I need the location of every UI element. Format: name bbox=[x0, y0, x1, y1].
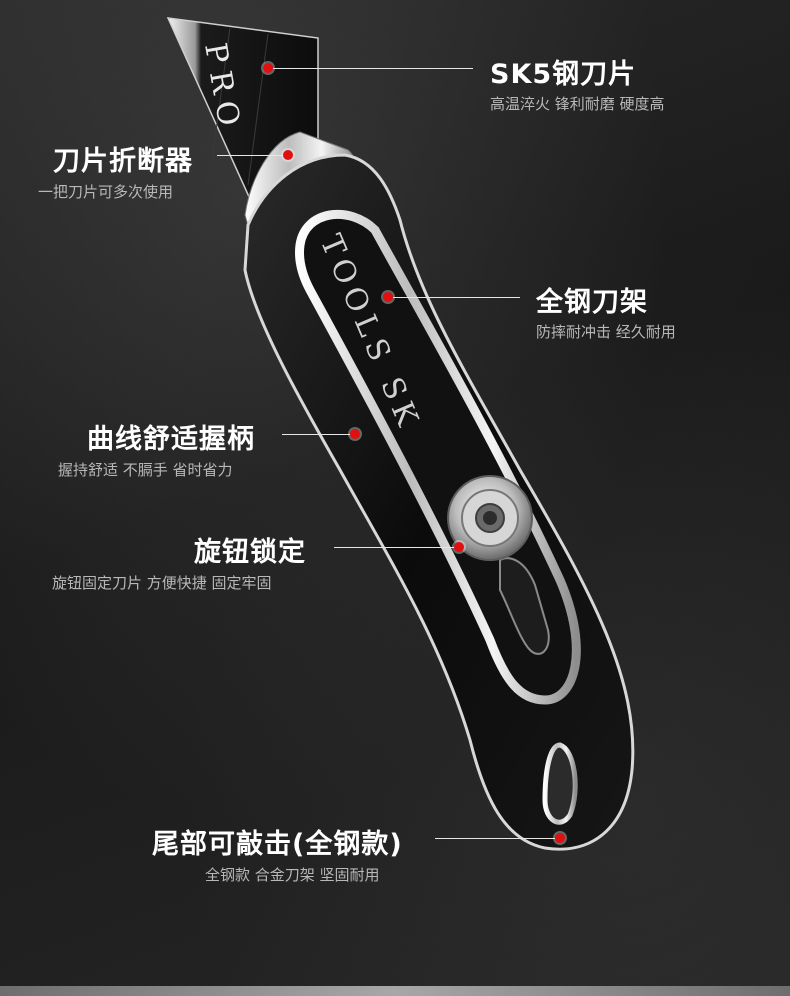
callout-subtitle: 旋钮固定刀片 方便快捷 固定牢固 bbox=[52, 574, 272, 592]
leader-line bbox=[217, 155, 285, 156]
marker-dot bbox=[555, 833, 565, 843]
marker-dot bbox=[350, 429, 360, 439]
callout-subtitle: 全钢款 合金刀架 坚固耐用 bbox=[205, 866, 380, 884]
callout-subtitle: 高温淬火 锋利耐磨 硬度高 bbox=[490, 95, 665, 113]
marker-dot bbox=[283, 150, 293, 160]
callout-title: 尾部可敲击(全钢款) bbox=[152, 829, 403, 860]
callout-subtitle: 握持舒适 不膈手 省时省力 bbox=[58, 461, 233, 479]
callout-subtitle: 防摔耐冲击 经久耐用 bbox=[536, 323, 676, 341]
callout-title: SK5钢刀片 bbox=[490, 59, 637, 90]
callout-title: 曲线舒适握柄 bbox=[87, 424, 255, 455]
leader-line bbox=[273, 68, 473, 69]
leader-line bbox=[393, 297, 520, 298]
leader-line bbox=[282, 434, 354, 435]
callout-subtitle: 一把刀片可多次使用 bbox=[38, 183, 174, 201]
callout-title: 全钢刀架 bbox=[536, 287, 648, 318]
leader-line bbox=[334, 547, 458, 548]
callout-title: 旋钮锁定 bbox=[194, 537, 306, 568]
callout-title: 刀片折断器 bbox=[53, 146, 193, 177]
leader-line bbox=[435, 838, 555, 839]
bottom-divider bbox=[0, 986, 790, 996]
marker-dot bbox=[263, 63, 273, 73]
marker-dot bbox=[383, 292, 393, 302]
lock-knob bbox=[447, 475, 533, 561]
marker-dot bbox=[454, 542, 464, 552]
handle bbox=[243, 153, 635, 851]
